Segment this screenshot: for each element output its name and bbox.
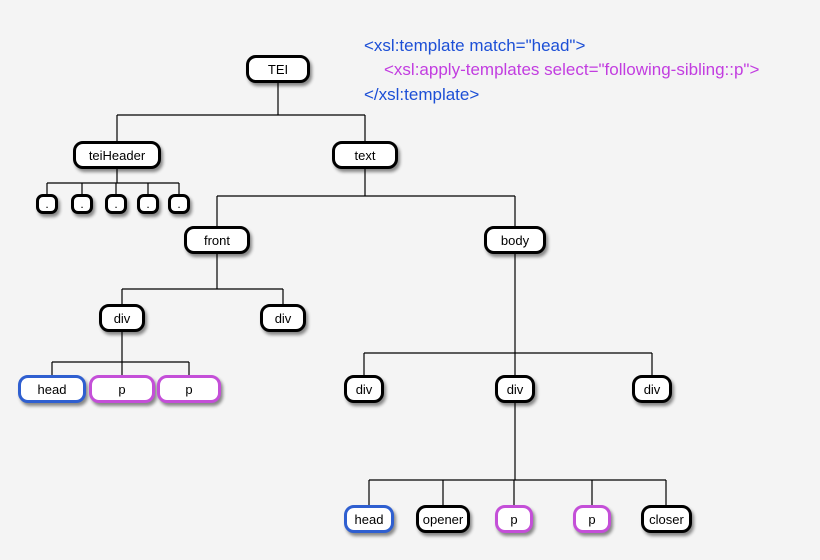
node-front: front	[184, 226, 250, 254]
node-p-highlighted: p	[89, 375, 155, 403]
xsl-template-close: </xsl:template>	[364, 85, 480, 104]
node-dot: .	[36, 194, 58, 214]
xsl-template-open: <xsl:template match="head">	[364, 36, 586, 55]
node-body-div: div	[495, 375, 535, 403]
node-teiheader: teiHeader	[73, 141, 161, 169]
node-body: body	[484, 226, 546, 254]
node-p-highlighted: p	[573, 505, 611, 533]
node-text: text	[332, 141, 398, 169]
node-opener: opener	[416, 505, 470, 533]
node-front-div: div	[99, 304, 145, 332]
node-p-highlighted: p	[495, 505, 533, 533]
node-head-highlighted: head	[18, 375, 86, 403]
node-closer: closer	[641, 505, 692, 533]
node-dot: .	[168, 194, 190, 214]
node-head-highlighted: head	[344, 505, 394, 533]
node-body-div: div	[632, 375, 672, 403]
node-dot: .	[105, 194, 127, 214]
xsl-apply-templates: <xsl:apply-templates select="following-s…	[384, 60, 760, 79]
node-dot: .	[71, 194, 93, 214]
node-dot: .	[137, 194, 159, 214]
node-tei: TEI	[246, 55, 310, 83]
node-body-div: div	[344, 375, 384, 403]
node-front-div: div	[260, 304, 306, 332]
node-p-highlighted: p	[157, 375, 221, 403]
